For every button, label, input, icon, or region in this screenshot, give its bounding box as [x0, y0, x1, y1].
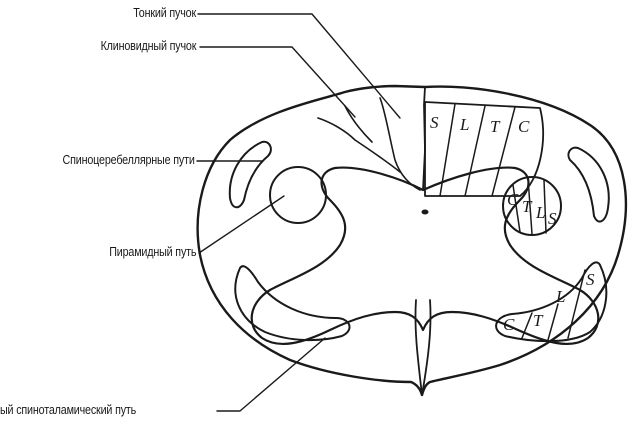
- dorsal-column-letter: S: [430, 113, 439, 132]
- corticospinal-letter: T: [522, 197, 533, 216]
- spinocerebellar-tract-left: [230, 142, 271, 208]
- dorsal-column-letter: T: [490, 117, 501, 136]
- spinothalamic-divider-3: [568, 270, 585, 338]
- spinothalamic-letter: S: [586, 270, 595, 289]
- leader-line-gracile: [198, 14, 400, 118]
- label-cuneate-fasciculus: Клиновидный пучок: [100, 39, 196, 53]
- spinothalamic-divider-2: [548, 304, 558, 340]
- corticospinal-letter: S: [548, 209, 557, 228]
- spinocerebellar-tract-right: [568, 148, 608, 222]
- label-gracile-fasciculus: Тонкий пучок: [133, 6, 196, 20]
- corticospinal-letter: L: [535, 203, 545, 222]
- leader-line-cuneate: [200, 47, 355, 117]
- dorsal-column-divider-1: [440, 104, 455, 196]
- label-pyramidal-tract: Пирамидный путь: [109, 245, 196, 259]
- label-spinothalamic-tract: ый спиноталамический путь: [0, 403, 136, 417]
- dorsal-column-letter: L: [459, 115, 469, 134]
- spinal-cord-outline: [198, 86, 626, 395]
- corticospinal-letter: C: [507, 190, 519, 209]
- central-canal: [422, 210, 429, 215]
- spinothalamic-letter: T: [533, 311, 544, 330]
- left-corticospinal-tract: [270, 167, 326, 223]
- anterior-median-fissure: [415, 300, 430, 395]
- leader-lines: [197, 14, 400, 411]
- spinothalamic-letter: L: [555, 287, 565, 306]
- spinothalamic-letter: C: [503, 315, 515, 334]
- dorsal-column-letter: C: [518, 117, 530, 136]
- label-spinocerebellar-tracts: Спиноцеребеллярные пути: [63, 153, 195, 167]
